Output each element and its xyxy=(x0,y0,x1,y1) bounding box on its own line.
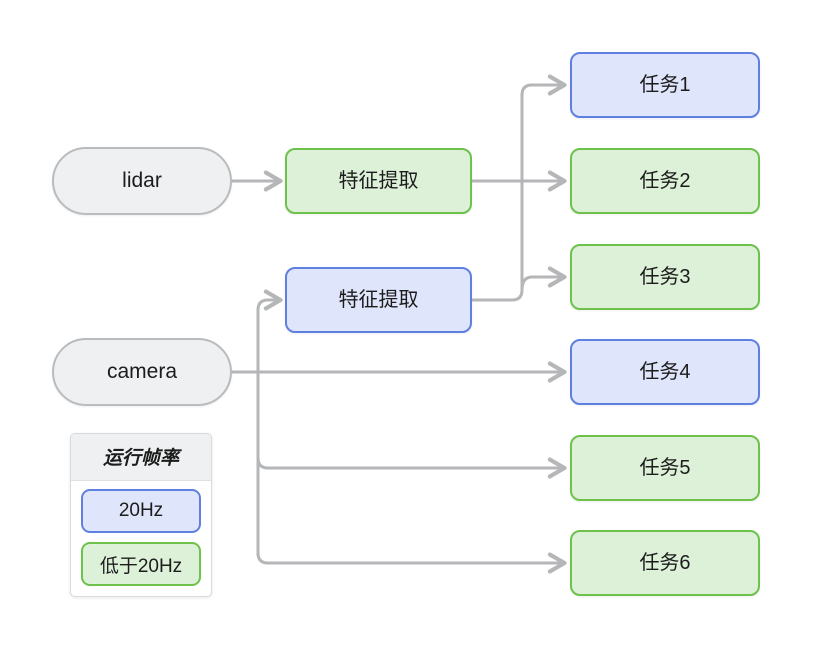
edge-fe-camera-stem xyxy=(470,93,524,302)
legend-title: 运行帧率 xyxy=(71,434,211,481)
node-task2-label: 任务2 xyxy=(639,170,691,192)
node-camera[interactable]: camera xyxy=(52,338,232,406)
node-feature-extraction-camera[interactable]: 特征提取 xyxy=(285,267,472,333)
node-task2[interactable]: 任务2 xyxy=(570,148,760,214)
legend-item-below-20hz[interactable]: 低于20Hz xyxy=(81,542,201,586)
node-feature-extraction-camera-label: 特征提取 xyxy=(338,289,419,311)
edge-camera-to-task5 xyxy=(256,456,567,479)
legend-item-below-20hz-label: 低于20Hz xyxy=(99,555,183,577)
legend-item-20hz-label: 20Hz xyxy=(118,500,164,521)
node-task3-label: 任务3 xyxy=(639,266,691,288)
legend: 运行帧率 20Hz 低于20Hz xyxy=(70,433,212,597)
node-task4-label: 任务4 xyxy=(639,361,691,383)
node-task5-label: 任务5 xyxy=(639,457,691,479)
node-task5[interactable]: 任务5 xyxy=(570,435,760,501)
edge-fe-camera-to-task1 xyxy=(520,74,567,97)
node-feature-extraction-lidar-label: 特征提取 xyxy=(338,170,419,192)
edge-camera-to-fe-camera xyxy=(256,289,283,312)
node-feature-extraction-lidar[interactable]: 特征提取 xyxy=(285,148,472,214)
node-task6[interactable]: 任务6 xyxy=(570,530,760,596)
node-lidar[interactable]: lidar xyxy=(52,147,232,215)
edge-fe-camera-to-task3 xyxy=(520,266,567,292)
edge-camera-to-task6 xyxy=(256,551,567,574)
node-task1[interactable]: 任务1 xyxy=(570,52,760,118)
node-task1-label: 任务1 xyxy=(639,74,691,96)
node-task3[interactable]: 任务3 xyxy=(570,244,760,310)
node-task4[interactable]: 任务4 xyxy=(570,339,760,405)
legend-item-20hz[interactable]: 20Hz xyxy=(81,489,201,533)
node-camera-label: camera xyxy=(106,360,178,384)
node-task6-label: 任务6 xyxy=(639,552,691,574)
node-lidar-label: lidar xyxy=(122,169,162,193)
legend-items: 20Hz 低于20Hz xyxy=(71,481,211,596)
